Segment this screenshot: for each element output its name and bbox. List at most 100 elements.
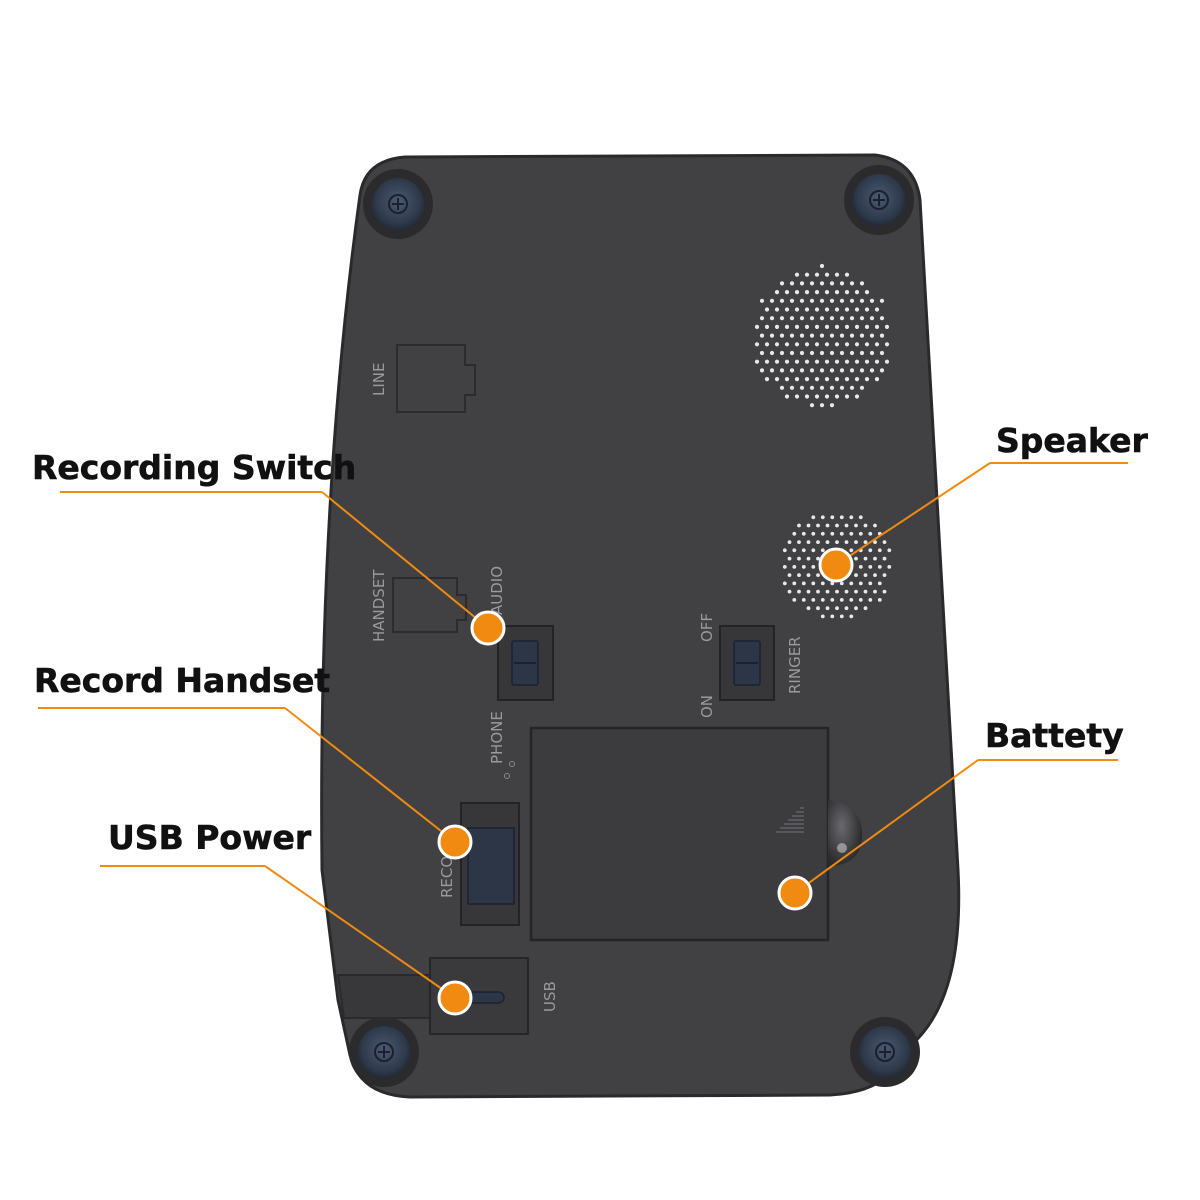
grille-hole: [784, 359, 790, 364]
grille-hole: [794, 290, 800, 295]
grille-hole: [799, 350, 805, 356]
grille-hole: [854, 540, 858, 544]
grille-hole: [834, 342, 840, 347]
grille-hole: [884, 342, 890, 347]
grille-hole: [882, 540, 887, 544]
grille-hole: [809, 316, 815, 321]
grille-hole: [884, 324, 890, 329]
grille-hole: [816, 556, 820, 561]
grille-hole: [830, 581, 835, 586]
grille-hole: [774, 307, 780, 312]
grille-hole: [882, 589, 887, 594]
grille-hole: [816, 589, 820, 594]
grille-hole: [804, 290, 810, 295]
grille-hole: [819, 333, 825, 338]
grille-hole: [844, 589, 849, 594]
grille-hole: [801, 581, 806, 586]
grille-hole: [774, 290, 780, 295]
grille-hole: [774, 377, 780, 382]
grille-hole: [868, 598, 873, 602]
grille-hole: [839, 614, 844, 619]
grille-hole: [794, 272, 800, 277]
grille-hole: [879, 350, 885, 356]
grille-hole: [764, 324, 770, 329]
grille-hole: [820, 598, 825, 602]
grille-hole: [858, 581, 863, 586]
grille-hole: [882, 573, 887, 577]
grille-hole: [868, 581, 873, 586]
grille-hole: [820, 515, 825, 520]
grille-hole: [804, 342, 810, 347]
grille-hole: [809, 281, 815, 286]
grille-hole: [849, 531, 854, 536]
grille-hole: [809, 298, 815, 303]
grille-hole: [792, 565, 797, 569]
battery-cover[interactable]: [529, 726, 830, 942]
grille-hole: [859, 350, 865, 356]
grille-hole: [859, 368, 865, 373]
grille-hole: [864, 342, 870, 347]
grille-hole: [779, 316, 785, 321]
grille-hole: [858, 598, 863, 602]
grille-hole: [787, 589, 792, 594]
grille-hole: [809, 350, 815, 356]
grille-hole: [825, 606, 830, 611]
grille-hole: [806, 606, 811, 611]
grille-hole: [764, 342, 770, 347]
grille-hole: [806, 556, 811, 561]
grille-hole: [834, 307, 840, 312]
grille-hole: [844, 394, 850, 399]
grille-hole: [873, 556, 877, 561]
grille-hole: [820, 531, 825, 536]
grille-hole: [874, 307, 880, 312]
grille-hole: [849, 368, 855, 373]
grille-hole: [854, 556, 858, 561]
usb-power-leader: [264, 865, 456, 999]
grille-hole: [811, 515, 816, 520]
grille-hole: [819, 403, 825, 408]
grille-hole: [849, 548, 854, 553]
grille-hole: [877, 581, 882, 586]
grille-hole: [877, 548, 882, 553]
grille-hole: [873, 523, 877, 528]
grille-hole: [814, 307, 820, 312]
grille-hole: [787, 540, 792, 544]
grille-hole: [759, 350, 765, 356]
rubber-foot-top-left: [363, 169, 433, 239]
grille-hole: [792, 531, 797, 536]
grille-hole: [859, 298, 865, 303]
grille-hole: [824, 359, 830, 364]
grille-hole: [868, 548, 873, 553]
grille-hole: [779, 385, 785, 390]
grille-hole: [829, 368, 835, 373]
grille-hole: [824, 324, 830, 329]
grille-hole: [794, 394, 800, 399]
grille-hole: [844, 324, 850, 329]
grille-hole: [814, 359, 820, 364]
grille-hole: [858, 531, 863, 536]
grille-hole: [799, 281, 805, 286]
grille-hole: [816, 573, 820, 577]
grille-hole: [844, 307, 850, 312]
grille-hole: [759, 298, 765, 303]
speaker-title: Speaker: [996, 421, 1148, 460]
grille-hole: [864, 307, 870, 312]
grille-hole: [764, 377, 770, 382]
grille-hole: [834, 290, 840, 295]
grille-hole: [824, 307, 830, 312]
grille-hole: [799, 298, 805, 303]
grille-hole: [816, 606, 820, 611]
grille-hole: [782, 581, 787, 586]
grille-hole: [874, 377, 880, 382]
grille-hole: [782, 565, 787, 569]
grille-hole: [830, 598, 835, 602]
grille-hole: [811, 565, 816, 569]
grille-hole: [849, 333, 855, 338]
grille-hole: [874, 342, 880, 347]
grille-hole: [854, 377, 860, 382]
grille-hole: [789, 350, 795, 356]
recording-switch-leader: [321, 491, 489, 629]
grille-hole: [839, 598, 844, 602]
phone-label: PHONE: [488, 711, 506, 764]
grille-hole: [819, 385, 825, 390]
